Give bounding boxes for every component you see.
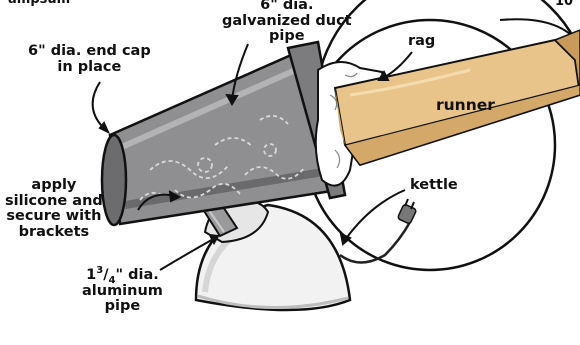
end-cap — [102, 135, 126, 225]
leader-kettle — [345, 190, 405, 240]
heading-top-left: ampsum — [8, 0, 70, 8]
label-end-cap: 6" dia. end cap in place — [28, 44, 151, 75]
label-duct-pipe: 6" dia. galvanized duct pipe — [222, 0, 352, 45]
label-rag: rag — [408, 34, 435, 50]
label-aluminum-pipe: 13/4" dia. aluminum pipe — [82, 268, 163, 315]
label-runner: runner — [436, 98, 495, 114]
label-silicone: apply silicone and secure with brackets — [5, 178, 103, 240]
plug-icon — [397, 199, 416, 224]
label-kettle: kettle — [410, 178, 458, 194]
heading-top-right: 10 — [555, 0, 573, 10]
